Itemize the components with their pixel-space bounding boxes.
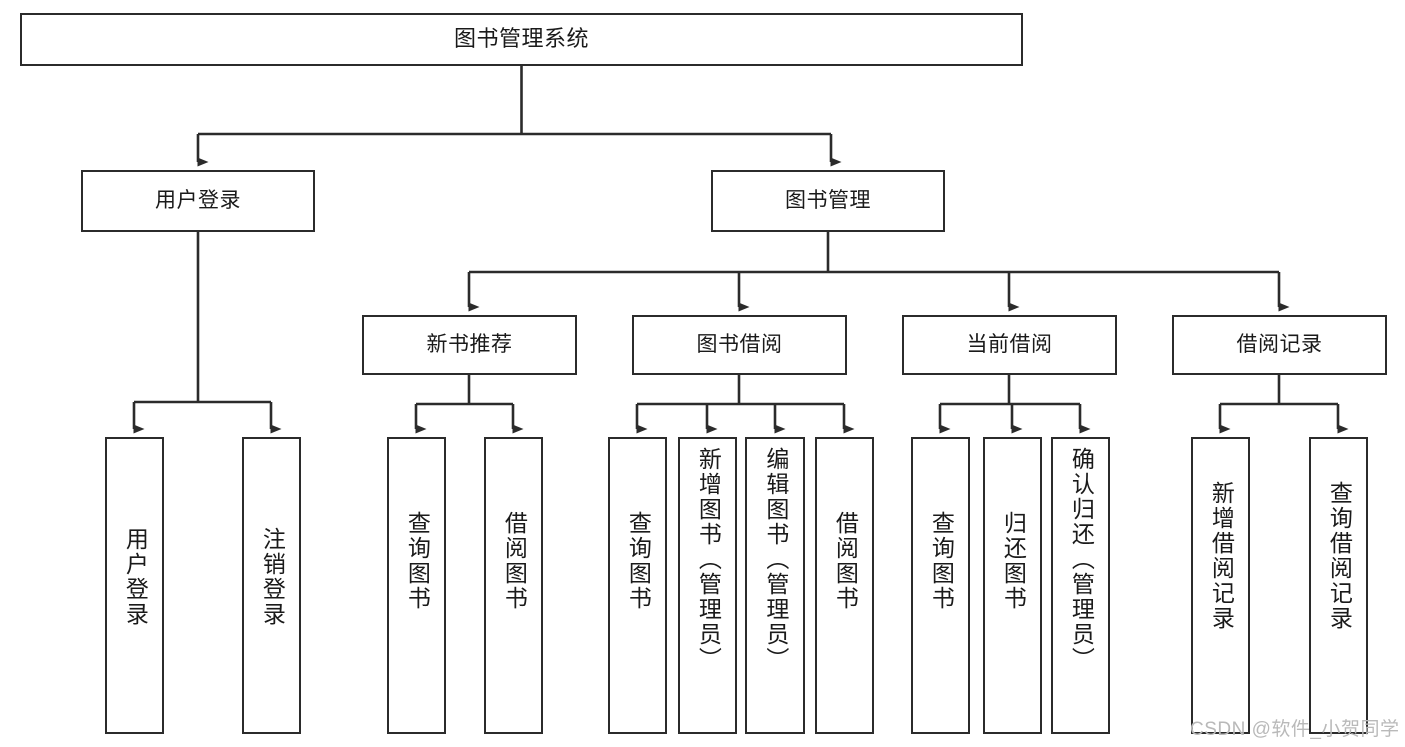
node-leaf-query-book-1[interactable]: 查询图书 [387,437,446,734]
node-leaf-query-book-2-label: 查询图书 [625,511,652,611]
node-leaf-query-book-2[interactable]: 查询图书 [608,437,667,734]
node-leaf-borrow-book-1[interactable]: 借阅图书 [484,437,543,734]
node-leaf-add-book[interactable]: 新增图书（管理员） [678,437,737,734]
node-leaf-logout-label: 注销登录 [259,527,286,627]
node-user-login-label: 用户登录 [155,189,241,213]
node-leaf-user-login[interactable]: 用户登录 [105,437,164,734]
node-book-manage[interactable]: 图书管理 [711,170,945,232]
node-new-book-recommend-label: 新书推荐 [426,333,513,357]
node-leaf-query-record[interactable]: 查询借阅记录 [1309,437,1368,734]
node-leaf-add-book-label: 新增图书（管理员） [695,447,722,672]
node-leaf-borrow-book-1-label: 借阅图书 [501,511,528,611]
node-leaf-query-book-3-label: 查询图书 [928,511,955,611]
node-book-borrow-label: 图书借阅 [696,333,783,357]
node-leaf-confirm-return[interactable]: 确认归还（管理员） [1051,437,1110,734]
node-root-system[interactable]: 图书管理系统 [20,13,1023,66]
node-leaf-query-record-label: 查询借阅记录 [1326,481,1353,631]
node-leaf-return-book[interactable]: 归还图书 [983,437,1042,734]
node-leaf-add-record-label: 新增借阅记录 [1208,481,1235,631]
node-current-borrow-label: 当前借阅 [966,333,1053,357]
node-leaf-confirm-return-label: 确认归还（管理员） [1068,447,1095,672]
node-leaf-edit-book-label: 编辑图书（管理员） [762,447,789,672]
node-new-book-recommend[interactable]: 新书推荐 [362,315,577,375]
node-book-manage-label: 图书管理 [785,189,871,213]
node-borrow-record-label: 借阅记录 [1236,333,1323,357]
node-leaf-query-book-1-label: 查询图书 [404,511,431,611]
node-leaf-user-login-label: 用户登录 [122,527,149,627]
node-leaf-logout[interactable]: 注销登录 [242,437,301,734]
node-user-login[interactable]: 用户登录 [81,170,315,232]
node-borrow-record[interactable]: 借阅记录 [1172,315,1387,375]
node-root-system-label: 图书管理系统 [453,26,589,52]
node-leaf-add-record[interactable]: 新增借阅记录 [1191,437,1250,734]
node-leaf-return-book-label: 归还图书 [1000,511,1027,611]
node-leaf-borrow-book-2[interactable]: 借阅图书 [815,437,874,734]
node-current-borrow[interactable]: 当前借阅 [902,315,1117,375]
node-book-borrow[interactable]: 图书借阅 [632,315,847,375]
node-leaf-edit-book[interactable]: 编辑图书（管理员） [745,437,805,734]
node-leaf-borrow-book-2-label: 借阅图书 [832,511,859,611]
node-leaf-query-book-3[interactable]: 查询图书 [911,437,970,734]
csdn-watermark: CSDN @软件_小贺同学 [1190,719,1400,740]
